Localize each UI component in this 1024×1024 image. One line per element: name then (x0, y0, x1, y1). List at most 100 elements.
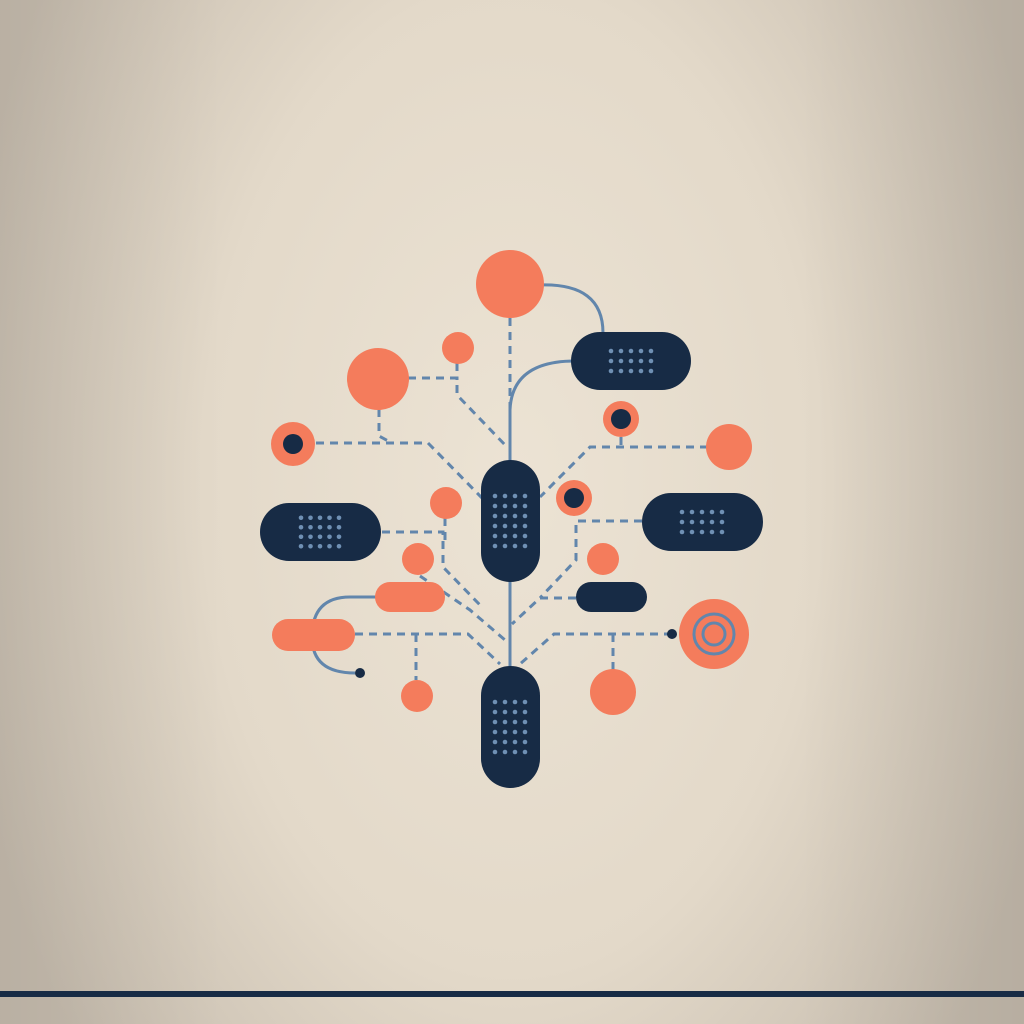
grid-dot (336, 543, 342, 549)
connector-lines (310, 283, 708, 680)
grid-dot (502, 699, 508, 705)
grid-dot (512, 729, 518, 735)
grid-dot (336, 515, 342, 521)
capsule-node-icon (481, 460, 540, 582)
grid-dot (492, 709, 498, 715)
grid-dot (512, 749, 518, 755)
grid-dot (699, 519, 705, 525)
grid-dot (522, 719, 528, 725)
grid-dot (689, 509, 695, 515)
grid-dot (628, 358, 634, 364)
bottom-divider-line (0, 991, 1024, 997)
circle-node-icon (442, 332, 474, 364)
grid-dot (317, 543, 323, 549)
connector-right-top (538, 445, 708, 499)
grid-dot (522, 699, 528, 705)
grid-dot (512, 699, 518, 705)
coral-nodes (347, 250, 752, 715)
grid-dot (492, 493, 498, 499)
grid-dot (502, 709, 508, 715)
grid-dot (618, 358, 624, 364)
grid-dot (502, 739, 508, 745)
connector-upper-left (408, 376, 510, 450)
grid-dot (512, 739, 518, 745)
circle-node-icon (590, 669, 636, 715)
grid-dot (492, 739, 498, 745)
ringed-nodes (271, 401, 639, 516)
grid-dot (512, 719, 518, 725)
grid-dot (618, 368, 624, 374)
connector-right-capsule (538, 519, 642, 600)
circle-node-icon (430, 487, 462, 519)
target-ring-icon (679, 599, 749, 669)
grid-dot (298, 524, 304, 530)
grid-dot (522, 503, 528, 509)
grid-dot (522, 493, 528, 499)
grid-dot (648, 348, 654, 354)
grid-dot (317, 524, 323, 530)
grid-dot (522, 523, 528, 529)
grid-dot (492, 699, 498, 705)
grid-dot (502, 749, 508, 755)
grid-dot (512, 513, 518, 519)
grid-dot (512, 503, 518, 509)
ring-node-core (611, 409, 631, 429)
grid-dot (502, 533, 508, 539)
grid-dot (327, 534, 332, 540)
grid-dot (638, 358, 644, 364)
grid-dot (689, 529, 695, 535)
ring-node-core (564, 488, 584, 508)
grid-dot (336, 524, 342, 530)
grid-dot (492, 513, 498, 519)
grid-dot (699, 509, 705, 515)
grid-dot (512, 533, 518, 539)
circle-node-icon (347, 348, 409, 410)
capsule-node-icon (576, 582, 647, 612)
circle-node-icon (402, 543, 434, 575)
grid-dot (502, 513, 508, 519)
connector-left-circle-drop (377, 409, 393, 445)
grid-dot (719, 519, 725, 525)
connector-top-arc (539, 283, 605, 334)
grid-dot (492, 749, 498, 755)
grid-dot (492, 503, 498, 509)
grid-dot (522, 513, 528, 519)
grid-dot (502, 719, 508, 725)
grid-dot (308, 543, 313, 549)
grid-dot (298, 534, 304, 540)
grid-dot (719, 529, 725, 535)
grid-dot (298, 515, 304, 521)
grid-dot (522, 739, 528, 745)
connector-left-capsule (382, 530, 482, 607)
grid-dot (308, 524, 313, 530)
grid-dot (522, 709, 528, 715)
grid-dot (638, 368, 644, 374)
grid-dot (317, 534, 323, 540)
grid-dot (512, 543, 518, 549)
capsule-node-icon (375, 582, 445, 612)
connector-left-ring (316, 441, 486, 502)
grid-dot (679, 529, 685, 535)
grid-dot (689, 519, 695, 525)
grid-dot (648, 368, 654, 374)
ring-node-core (283, 434, 303, 454)
grid-dot (679, 509, 685, 515)
grid-dot (492, 729, 498, 735)
capsule-dot-grids (298, 348, 725, 755)
grid-dot (308, 534, 313, 540)
grid-dot (522, 729, 528, 735)
grid-dot (502, 523, 508, 529)
grid-dot (512, 709, 518, 715)
grid-dot (308, 515, 313, 521)
grid-dot (512, 493, 518, 499)
grid-dot (492, 719, 498, 725)
grid-dot (608, 358, 614, 364)
grid-dot (327, 515, 332, 521)
grid-dot (679, 519, 685, 525)
grid-dot (512, 523, 518, 529)
connector-capsule-arc (508, 359, 576, 462)
circle-node-icon (401, 680, 433, 712)
grid-dot (502, 493, 508, 499)
grid-dot (709, 519, 715, 525)
grid-dot (522, 543, 528, 549)
